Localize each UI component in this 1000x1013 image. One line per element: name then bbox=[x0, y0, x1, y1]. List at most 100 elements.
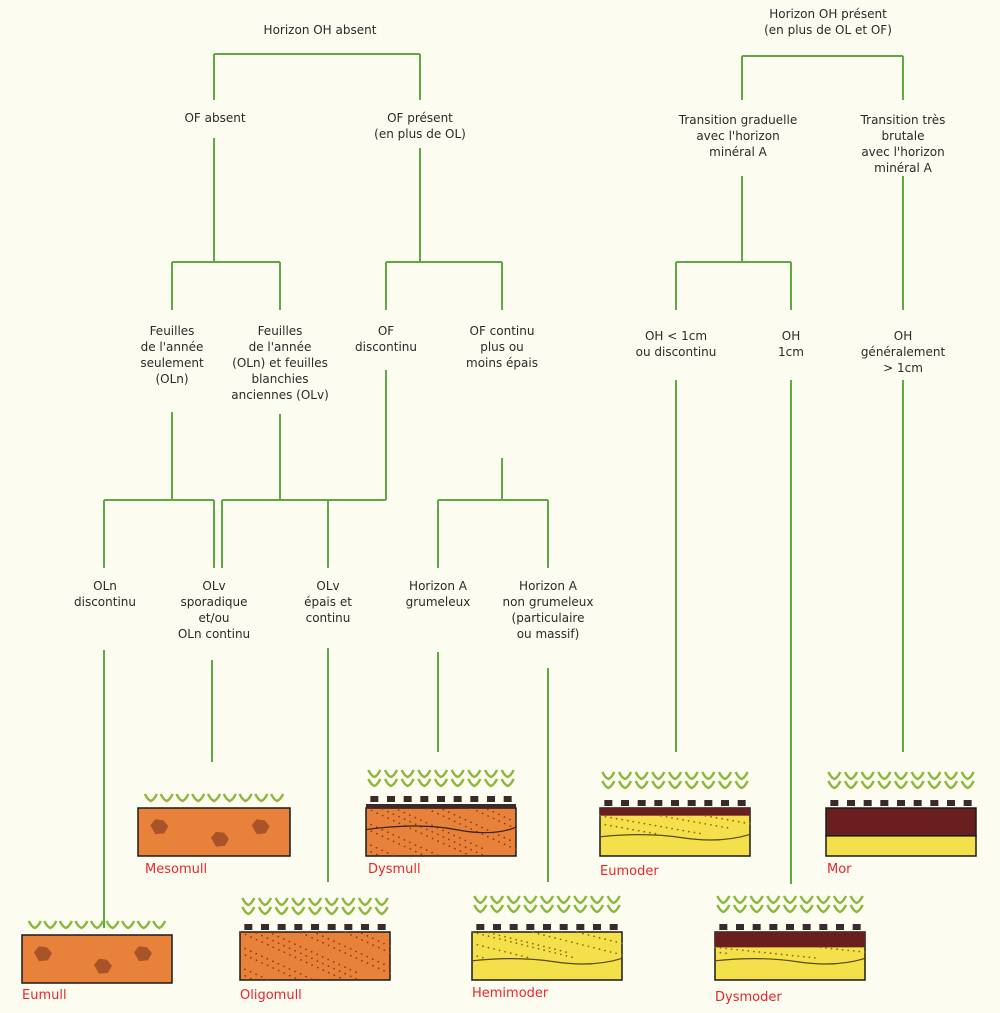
oligomull-speck bbox=[338, 970, 341, 973]
dysmull-litter-leaf bbox=[400, 769, 415, 779]
eumull-litter-leaf bbox=[43, 920, 58, 930]
hemimoder-speck bbox=[609, 939, 612, 942]
oligomull-speck bbox=[388, 945, 391, 947]
hemimoder-speck bbox=[531, 942, 534, 945]
oligomull-speck bbox=[266, 937, 269, 939]
hemimoder-speck bbox=[532, 931, 534, 934]
eumoder-speck bbox=[743, 821, 746, 824]
dysmull-speck bbox=[375, 853, 378, 856]
dysmull-speck bbox=[509, 818, 511, 821]
dysmull-speck bbox=[442, 836, 445, 838]
dysmoder-litter-leaf bbox=[799, 895, 814, 905]
mor-litter-leaf bbox=[943, 780, 959, 790]
oligomull-speck bbox=[372, 964, 374, 967]
dysmull-speck bbox=[370, 830, 373, 833]
oligomull-speck bbox=[327, 958, 330, 961]
dysmull-speck bbox=[486, 829, 489, 831]
eumoder-speck bbox=[643, 822, 646, 825]
dysmull-speck bbox=[414, 844, 417, 846]
hemimoder-speck bbox=[471, 931, 473, 933]
dysmull-litter-leaf bbox=[400, 778, 415, 788]
dysmull-speck bbox=[437, 812, 439, 815]
hemimoder-speck bbox=[504, 950, 506, 953]
oligomull-litter-leaf bbox=[241, 897, 256, 907]
eumoder-horizon-boundary bbox=[599, 833, 751, 841]
dysmoder-speck bbox=[841, 948, 844, 951]
oligomull-speck bbox=[383, 969, 385, 972]
dysmoder-litter-leaf bbox=[716, 895, 731, 905]
node-of-continu: OF continu plus ou moins épais bbox=[466, 324, 538, 370]
mesomull-litter-leaf bbox=[269, 793, 285, 803]
dysmull-speck bbox=[387, 838, 389, 840]
hemimoder-speck bbox=[520, 940, 523, 942]
hemimoder-speck bbox=[537, 932, 540, 935]
dysmull-speck bbox=[375, 846, 378, 849]
dysmull-speck bbox=[398, 836, 400, 839]
dysmull-speck bbox=[470, 821, 472, 824]
dysmoder-speck bbox=[808, 956, 811, 959]
dysmull-speck bbox=[442, 842, 445, 845]
mesomull-aggregate bbox=[211, 831, 229, 847]
mesomull-litter-leaf bbox=[191, 793, 206, 803]
eumoder-speck bbox=[726, 818, 729, 821]
dysmull-speck bbox=[481, 853, 484, 856]
oligomull-speck bbox=[350, 954, 352, 957]
oligomull-litter-leaf bbox=[357, 906, 373, 916]
mesomull-litter-leaf bbox=[206, 793, 222, 803]
dysmull-speck bbox=[392, 840, 395, 843]
eumull-aggregate bbox=[134, 946, 152, 962]
eumoder-litter-leaf bbox=[717, 780, 733, 790]
dysmull-fragment bbox=[503, 796, 512, 802]
dysmull-speck bbox=[475, 824, 478, 826]
oligomull-speck bbox=[299, 952, 302, 955]
eumoder-speck bbox=[660, 825, 662, 828]
dysmull-speck bbox=[465, 852, 467, 855]
node-oh-gt1cm: OH généralement > 1cm bbox=[860, 329, 946, 375]
dysmull-speck bbox=[437, 833, 439, 836]
oligomull-litter-leaf bbox=[257, 906, 273, 916]
node-oh-1cm: OH 1cm bbox=[778, 329, 804, 359]
eumoder-speck bbox=[721, 826, 723, 828]
eumoder-litter-leaf bbox=[684, 771, 699, 781]
dysmull-speck bbox=[387, 817, 390, 820]
oligomull-speck bbox=[249, 977, 252, 980]
hemimoder-speck bbox=[481, 956, 484, 959]
dysmull-speck bbox=[509, 839, 511, 842]
oligomull-fragment bbox=[294, 924, 303, 930]
dysmull-speck bbox=[409, 827, 412, 830]
eumoder-litter-leaf bbox=[634, 771, 649, 781]
dysmull-speck bbox=[381, 814, 384, 817]
oligomull-fragment bbox=[344, 924, 353, 930]
eumoder-speck bbox=[626, 827, 629, 830]
dysmull-speck bbox=[425, 849, 428, 851]
hemimoder-speck bbox=[554, 952, 557, 954]
oligomull-speck bbox=[272, 967, 274, 969]
dysmull-speck bbox=[464, 819, 467, 821]
oligomull-speck bbox=[255, 932, 258, 934]
dysmull-speck bbox=[381, 828, 384, 831]
dysmull-speck bbox=[420, 853, 423, 855]
dysmull-speck bbox=[370, 851, 373, 853]
node-horizon-a-non-grumeleux: Horizon A non grumeleux (particulaire ou… bbox=[502, 579, 594, 641]
soil-profile-mesomull bbox=[137, 793, 291, 857]
oligomull-litter-leaf bbox=[357, 897, 373, 907]
oligomull-speck bbox=[349, 968, 352, 971]
dysmull-speck bbox=[481, 812, 484, 815]
dysmull-speck bbox=[408, 814, 411, 816]
dysmoder-litter-leaf bbox=[749, 895, 764, 905]
eumoder-litter-leaf bbox=[617, 780, 633, 790]
dysmull-speck bbox=[420, 819, 422, 822]
hemimoder-litter-leaf bbox=[573, 904, 588, 914]
eumoder-speck bbox=[693, 821, 696, 823]
node-olv-sporadique: OLv sporadique et/ou OLn continu bbox=[177, 579, 251, 641]
hemimoder-speck bbox=[543, 949, 545, 952]
hemimoder-speck bbox=[593, 935, 595, 938]
oligomull-litter-leaf bbox=[274, 897, 289, 907]
eumoder-speck bbox=[632, 820, 635, 823]
dysmull-speck bbox=[386, 852, 389, 854]
eumoder-speck bbox=[682, 819, 684, 821]
mor-fragment bbox=[947, 800, 955, 806]
oligomull-speck bbox=[294, 977, 297, 979]
eumoder-speck bbox=[654, 832, 657, 835]
hemimoder-speck bbox=[526, 945, 529, 947]
